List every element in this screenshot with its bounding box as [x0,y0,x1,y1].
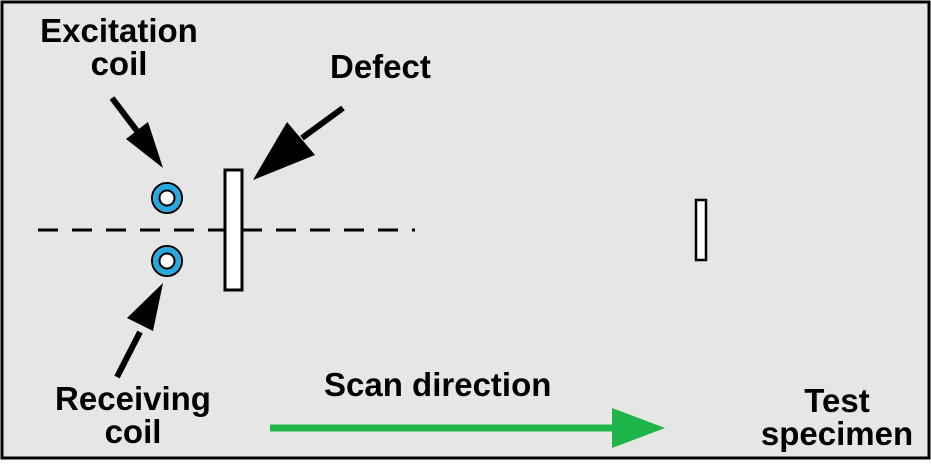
defect-label: Defect [330,48,431,85]
excitation-coil-pointer [109,96,163,168]
receiving-coil [151,245,183,277]
scan-direction-arrow [270,408,665,448]
defect-near [223,168,244,292]
receiving-coil-pointer [114,283,163,379]
receiving-coil-label: Receiving coil [44,382,222,448]
test-specimen-label-line1: Test [804,382,870,419]
test-specimen-label-line2: specimen [760,415,914,452]
test-specimen-label: Test specimen [752,384,922,450]
receiving-coil-label-line2: coil [104,413,162,450]
defect-far [694,198,708,262]
excitation-coil [151,182,183,214]
defect-pointer [253,105,345,180]
scan-direction-label: Scan direction [324,366,552,403]
excitation-coil-label-line1: Excitation [40,12,198,49]
receiving-coil-label-line1: Receiving [55,380,211,417]
excitation-coil-label: Excitation coil [14,14,224,80]
excitation-coil-label-line2: coil [90,45,148,82]
